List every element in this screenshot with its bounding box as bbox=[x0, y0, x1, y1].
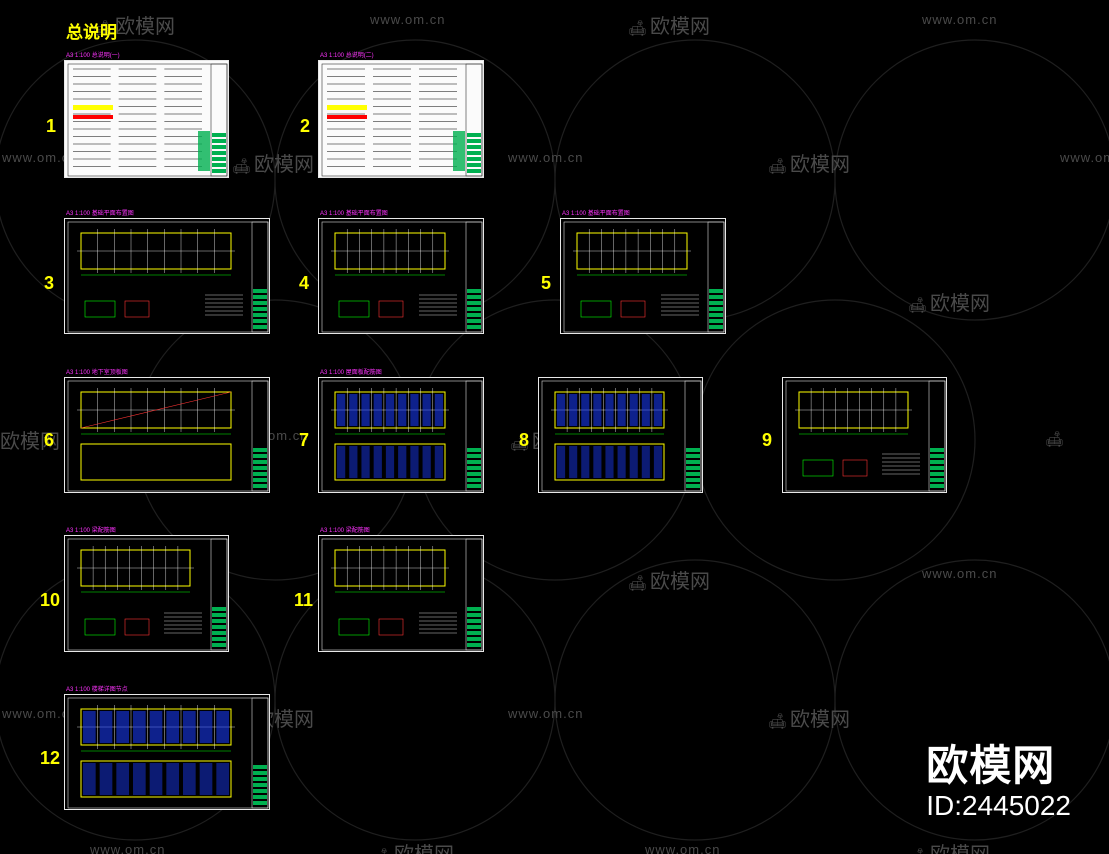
sheet-drawing bbox=[563, 221, 725, 333]
sofa-icon: 🛋 bbox=[232, 157, 252, 175]
sheet-label: A3 1:100 梁配筋图 bbox=[66, 528, 116, 534]
sheet-label: A3 1:100 屋面板配筋图 bbox=[320, 370, 382, 376]
brand-id: ID:2445022 bbox=[926, 790, 1071, 821]
sheet-drawing bbox=[67, 221, 269, 333]
sofa-icon: 🛋 bbox=[93, 19, 113, 37]
watermark-url: www.om.cn bbox=[370, 12, 446, 27]
sheet-label: A3 1:100 总说明(一) bbox=[66, 53, 120, 59]
brand-block: 欧模网 ID:2445022 bbox=[926, 742, 1071, 822]
sheet-number: 6 bbox=[44, 430, 55, 450]
drawing-sheet[interactable] bbox=[64, 60, 229, 178]
watermark-logo: 🛋欧模网 bbox=[908, 838, 990, 854]
watermark-url: www.om.cn bbox=[2, 706, 78, 721]
drawing-sheet[interactable] bbox=[64, 535, 229, 652]
sofa-icon: 🛋 bbox=[628, 574, 648, 592]
drawing-sheet[interactable] bbox=[64, 377, 270, 493]
sheet-drawing bbox=[321, 380, 483, 492]
sofa-icon: 🛋 bbox=[908, 847, 927, 854]
sheet-number: 3 bbox=[44, 273, 55, 293]
sheet-drawing bbox=[321, 221, 483, 333]
watermark-url: www.om.cn bbox=[508, 150, 584, 165]
watermark-logo: 🛋欧模网 bbox=[908, 291, 991, 315]
sheet-label: A3 1:100 梁配筋图 bbox=[320, 528, 370, 534]
sofa-icon: 🛋 bbox=[768, 157, 788, 175]
sheet-drawing bbox=[67, 63, 228, 177]
drawing-sheet[interactable] bbox=[782, 377, 947, 493]
sheet-number: 5 bbox=[541, 273, 552, 293]
sheet-drawing bbox=[67, 697, 269, 809]
sheet-number: 10 bbox=[40, 590, 61, 610]
watermark-logo: 🛋欧模网 bbox=[93, 14, 176, 38]
sheet-label: A3 1:100 楼梯详图节点 bbox=[66, 687, 128, 693]
watermark-logo: 欧模网 bbox=[0, 429, 60, 453]
watermark-logo: 🛋欧模网 bbox=[232, 152, 315, 176]
sheet-label: A3 1:100 地下室顶板图 bbox=[66, 370, 128, 376]
watermark-logo: 🛋欧模网 bbox=[768, 152, 851, 176]
watermark-url: www.om.cn bbox=[508, 706, 584, 721]
drawing-sheet[interactable] bbox=[64, 218, 270, 334]
sofa-icon: 🛋 bbox=[908, 296, 928, 314]
sofa-icon: 🛋 bbox=[1045, 430, 1065, 448]
sheet-label: A3 1:100 基础平面布置图 bbox=[320, 211, 388, 217]
drawing-sheet[interactable] bbox=[318, 535, 484, 652]
sheet-drawing bbox=[321, 538, 483, 651]
sheet-number: 8 bbox=[519, 430, 530, 450]
drawing-sheet[interactable] bbox=[318, 60, 484, 178]
watermark-url: www.om.cn bbox=[645, 842, 721, 854]
watermark-url: www.om.cn bbox=[1060, 150, 1109, 165]
brand-name: 欧模网 bbox=[926, 741, 1056, 790]
drawing-sheet[interactable] bbox=[318, 218, 484, 334]
sheet-label: A3 1:100 总说明(二) bbox=[320, 53, 374, 59]
sheet-number: 11 bbox=[294, 590, 314, 610]
sheet-number: 12 bbox=[40, 748, 61, 768]
sofa-icon: 🛋 bbox=[510, 434, 530, 452]
sheet-drawing bbox=[67, 380, 269, 492]
watermark-logo: 🛋欧模网 bbox=[628, 14, 711, 38]
sheet-number: 2 bbox=[300, 116, 311, 136]
watermark-url: www.om.cn bbox=[922, 566, 998, 581]
sheet-label: A3 1:100 基础平面布置图 bbox=[66, 211, 134, 217]
drawing-sheet[interactable] bbox=[560, 218, 726, 334]
page-title: 总说明 bbox=[66, 23, 117, 43]
watermark-logo: 🛋欧模网 bbox=[628, 569, 711, 593]
sheet-drawing bbox=[541, 380, 702, 492]
sheet-number: 1 bbox=[46, 116, 57, 136]
sofa-icon: 🛋 bbox=[628, 19, 648, 37]
sofa-icon: 🛋 bbox=[372, 847, 391, 854]
watermark-url: www.om.cn bbox=[2, 150, 78, 165]
sofa-icon: 🛋 bbox=[768, 712, 788, 730]
drawing-sheet[interactable] bbox=[64, 694, 270, 810]
sheet-number: 9 bbox=[762, 430, 773, 450]
watermark-url: www.om.cn bbox=[90, 842, 166, 854]
sheet-drawing bbox=[321, 63, 483, 177]
watermark-url: www.om.cn bbox=[922, 12, 998, 27]
sheet-label: A3 1:100 基础平面布置图 bbox=[562, 211, 630, 217]
sheet-drawing bbox=[785, 380, 946, 492]
drawing-sheet[interactable] bbox=[318, 377, 484, 493]
sheet-number: 7 bbox=[299, 430, 310, 450]
watermark-logo: 🛋欧模网 bbox=[768, 707, 851, 731]
watermark-logo: 🛋欧模网 bbox=[372, 838, 454, 854]
sheet-number: 4 bbox=[299, 273, 310, 293]
watermark-logo: 🛋 bbox=[1045, 425, 1067, 449]
sheet-drawing bbox=[67, 538, 228, 651]
drawing-sheet[interactable] bbox=[538, 377, 703, 493]
